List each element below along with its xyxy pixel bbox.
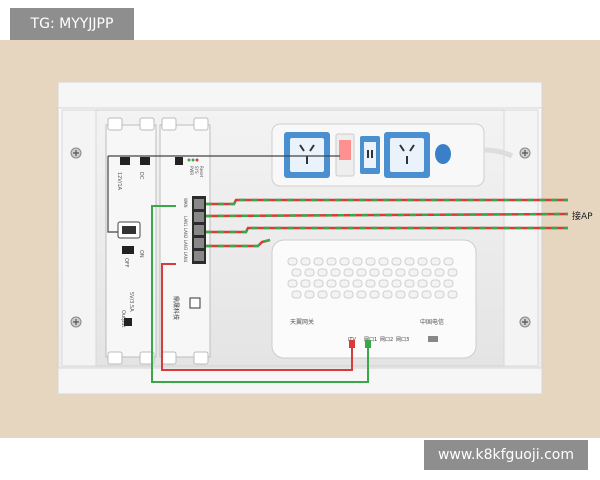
- screw-icon: [70, 147, 82, 159]
- vent-slot: [365, 279, 376, 288]
- vent-slot: [313, 257, 324, 266]
- vent-slot: [369, 268, 380, 277]
- vent-slot: [421, 268, 432, 277]
- vent-slot: [330, 290, 341, 299]
- vent-slot: [356, 268, 367, 277]
- vent-slot: [404, 279, 415, 288]
- vent-slot: [343, 290, 354, 299]
- vent-slot: [339, 279, 350, 288]
- router-brand: 中国电信: [420, 318, 444, 326]
- vent-slot: [408, 290, 419, 299]
- switch-indicator-reset: Reset: [199, 166, 204, 178]
- vent-slot: [339, 257, 350, 266]
- screw-icon: [519, 147, 531, 159]
- vent-slot: [317, 290, 328, 299]
- vent-slot: [326, 257, 337, 266]
- vent-slot: [378, 279, 389, 288]
- telegram-tag: TG: MYYJJPP: [10, 8, 134, 40]
- screw-icon: [519, 316, 531, 328]
- ap-label: 接AP: [572, 210, 593, 222]
- vent-slot: [291, 268, 302, 277]
- module-power-label: 12V/1A: [116, 172, 122, 191]
- right-rail: [503, 109, 539, 367]
- vent-slot: [365, 257, 376, 266]
- outer-panel-bottom-rail: [57, 367, 543, 395]
- switch-on-label: ON: [138, 250, 144, 258]
- vent-slot: [330, 268, 341, 277]
- switch-off-label: OFF: [123, 258, 129, 268]
- vent-slot: [287, 279, 298, 288]
- switch-wan-label: WAN: [183, 198, 188, 207]
- switch-indicator-sys: SYS: [194, 166, 199, 174]
- module-output-value: 5V/3.5A: [128, 292, 134, 312]
- vent-slot: [287, 257, 298, 266]
- vent-slot: [313, 279, 324, 288]
- vent-slot: [352, 279, 363, 288]
- module-dc-label: DC: [138, 172, 144, 180]
- vent-slot: [395, 290, 406, 299]
- vent-slot: [382, 290, 393, 299]
- switch-lan-label: LAN1 LAN2 LAN3 LAN4: [183, 216, 188, 263]
- vent-slot: [395, 268, 406, 277]
- power-strip: [271, 123, 514, 187]
- power-module: 12V/1A DC ON OFF 5V/3.5A Output: [105, 117, 157, 365]
- vent-slot: [430, 279, 441, 288]
- router-port-2: 网口2: [380, 337, 393, 343]
- vent-slot: [434, 290, 445, 299]
- vent-slot: [404, 257, 415, 266]
- strip-power-switch: [435, 144, 451, 164]
- vent-slot: [421, 290, 432, 299]
- vent-slot: [343, 268, 354, 277]
- switch-module: PWR SYS Reset WAN LAN1 LAN2 LAN3 LAN4 鼎晟…: [159, 117, 211, 365]
- vent-slot: [391, 257, 402, 266]
- vent-slot: [443, 279, 454, 288]
- vent-slot: [356, 290, 367, 299]
- wan-cable-red: [161, 263, 353, 371]
- outer-panel-top-rail: [57, 81, 543, 109]
- switch-indicator-pwr: PWR: [189, 166, 194, 175]
- router-model: 天翼网关: [290, 318, 314, 326]
- website-watermark: www.k8kfguoji.com: [424, 440, 588, 470]
- dc-port: [120, 157, 130, 165]
- screw-icon: [70, 316, 82, 328]
- power-cable: [107, 156, 118, 233]
- vent-slot: [447, 290, 458, 299]
- vent-slot: [417, 257, 428, 266]
- vent-slot: [382, 268, 393, 277]
- vent-slot: [352, 257, 363, 266]
- vent-slot: [417, 279, 428, 288]
- vent-slot: [443, 257, 454, 266]
- switch-brand: 鼎晟科技: [172, 296, 180, 320]
- vent-slot: [317, 268, 328, 277]
- vent-slot: [326, 279, 337, 288]
- vent-slot: [369, 290, 380, 299]
- power-switch: [122, 246, 134, 254]
- lan-cable-green: [151, 205, 369, 383]
- vent-slot: [291, 290, 302, 299]
- vent-slot: [304, 268, 315, 277]
- router-port-3: 网口3: [396, 337, 409, 343]
- dc-port: [140, 157, 150, 165]
- module-output-label: Output: [120, 310, 126, 327]
- vent-slot: [430, 257, 441, 266]
- router-vent-grid: [287, 257, 458, 299]
- ap-wires: [205, 198, 569, 248]
- vent-slot: [408, 268, 419, 277]
- vent-slot: [378, 257, 389, 266]
- vent-slot: [300, 279, 311, 288]
- vent-slot: [304, 290, 315, 299]
- vent-slot: [434, 268, 445, 277]
- vent-slot: [391, 279, 402, 288]
- router: 天翼网关 中国电信 iTV 网口1 网口2 网口3: [271, 239, 477, 359]
- vent-slot: [447, 268, 458, 277]
- vent-slot: [300, 257, 311, 266]
